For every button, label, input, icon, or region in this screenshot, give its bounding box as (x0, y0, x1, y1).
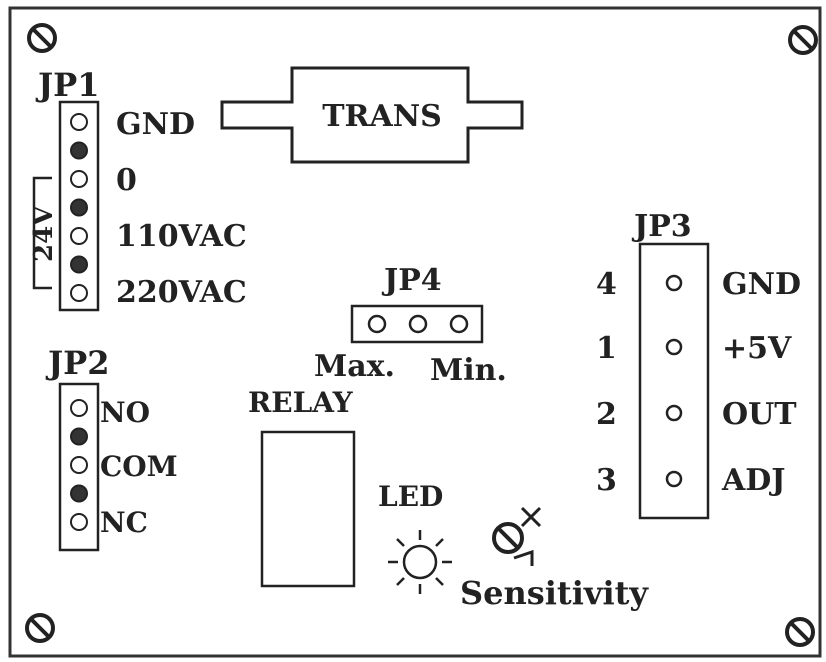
relay-label: RELAY (248, 386, 354, 419)
jp3-label-5v: +5V (722, 331, 792, 366)
jp1-label-gnd: GND (116, 107, 195, 142)
jp3-pin (665, 470, 683, 488)
jp2-pin (70, 484, 88, 503)
jp1-pin (70, 141, 88, 160)
mounting-screw-top-left (27, 23, 57, 53)
jp2-pin (70, 427, 88, 446)
mounting-screw-bottom-right (785, 617, 815, 647)
jp1-header (58, 100, 100, 312)
jp3-title: JP3 (631, 209, 692, 244)
led-sun-icon (388, 530, 452, 594)
jp3-label-adj: ADJ (721, 463, 786, 498)
led: LED (378, 480, 452, 594)
jp1-pin (70, 113, 88, 131)
jp3-label-gnd: GND (722, 267, 801, 302)
jp2-label-com: COM (100, 450, 178, 483)
jp4-header (350, 304, 484, 344)
jp2-label-no: NO (100, 396, 150, 429)
jp3-header (638, 242, 710, 520)
jp2-connector: JP2 NO COM NC (45, 344, 178, 552)
mounting-screw-bottom-left (25, 613, 55, 643)
jp1-label-0: 0 (116, 163, 137, 198)
jp3-pin (665, 338, 683, 356)
jp1-24v-label: 24V (29, 205, 59, 262)
jp3-pin-number: 1 (596, 331, 617, 366)
jp3-label-out: OUT (722, 397, 797, 432)
jp3-pin-number: 3 (596, 463, 617, 498)
sensitivity-potentiometer: Sensitivity (460, 506, 649, 612)
jp2-title: JP2 (45, 344, 109, 382)
led-label: LED (378, 480, 443, 513)
jp1-connector: JP1 24V GND 0 110VAC 220VAC (29, 66, 247, 312)
jp4-pin (367, 314, 387, 334)
jp1-pin (70, 227, 88, 245)
jp1-pin (70, 198, 88, 217)
jp3-pin-number: 2 (596, 397, 617, 432)
jp1-pin (70, 255, 88, 274)
jp1-label-110vac: 110VAC (116, 219, 247, 254)
transformer: TRANS (220, 66, 524, 164)
jp2-pin (70, 399, 88, 417)
jp2-pins (70, 399, 88, 531)
jp2-pin (70, 513, 88, 531)
sensitivity-label: Sensitivity (460, 574, 649, 612)
jp1-title: JP1 (35, 66, 99, 104)
jp1-pin (70, 170, 88, 188)
jp4-pin (449, 314, 469, 334)
jp1-24v-bracket (32, 176, 52, 290)
jp2-pin (70, 456, 88, 474)
mounting-screw-top-right (788, 25, 818, 55)
jp1-label-220vac: 220VAC (116, 275, 247, 310)
relay: RELAY (248, 386, 356, 588)
jp4-pin (408, 314, 428, 334)
jp3-connector: JP3 4 1 2 3 GND +5V OUT ADJ (596, 209, 801, 520)
jp3-pin (665, 404, 683, 422)
jp4-max-label: Max. (314, 349, 395, 384)
transformer-label: TRANS (322, 99, 442, 134)
jp4-min-label: Min. (430, 353, 507, 388)
jp3-pin-number: 4 (596, 267, 617, 302)
relay-body (260, 430, 356, 588)
jp4-connector: JP4 Max. Min. (314, 263, 507, 388)
jp1-pins (70, 113, 88, 302)
jp2-header (58, 382, 100, 552)
jp4-title: JP4 (381, 263, 442, 298)
jp3-pin (665, 274, 683, 292)
potentiometer-icon (492, 506, 542, 566)
jp2-label-nc: NC (100, 506, 148, 539)
jp1-pin (70, 284, 88, 302)
